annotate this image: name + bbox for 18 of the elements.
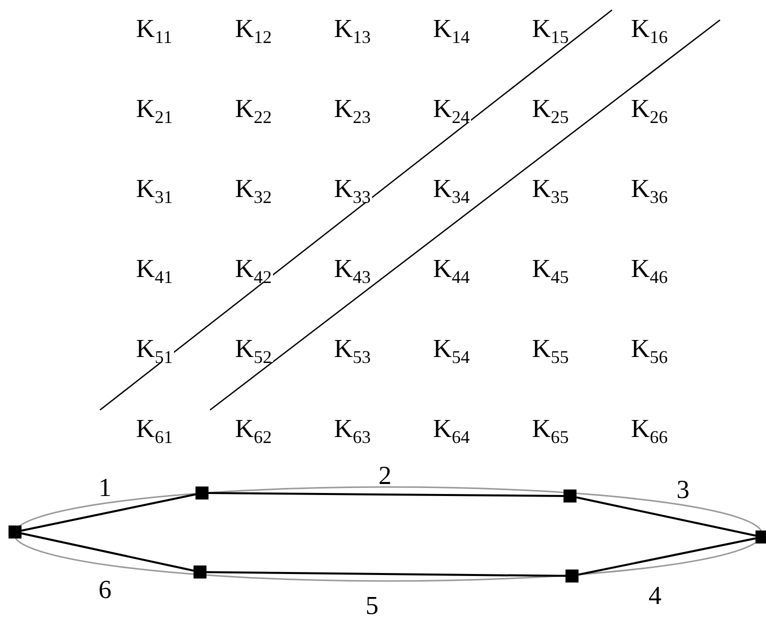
vertex-square	[8, 526, 22, 538]
connector-line	[21, 493, 196, 532]
edge-label: 1	[98, 475, 112, 501]
edge-label: 6	[98, 577, 112, 603]
connector-line	[208, 492, 564, 497]
vertex-square	[194, 566, 206, 578]
vertex-square	[566, 570, 578, 582]
connector-line	[576, 496, 756, 537]
edge-label: 3	[676, 477, 690, 503]
edge-label: 4	[648, 583, 662, 609]
connector-line	[578, 537, 756, 576]
edge-label: 2	[378, 463, 392, 489]
connector-line	[21, 532, 194, 572]
vertex-square	[196, 486, 208, 500]
vertex-square	[756, 530, 766, 544]
connector-line	[206, 571, 566, 577]
edge-label: 5	[366, 593, 378, 619]
vertex-square	[564, 490, 576, 502]
